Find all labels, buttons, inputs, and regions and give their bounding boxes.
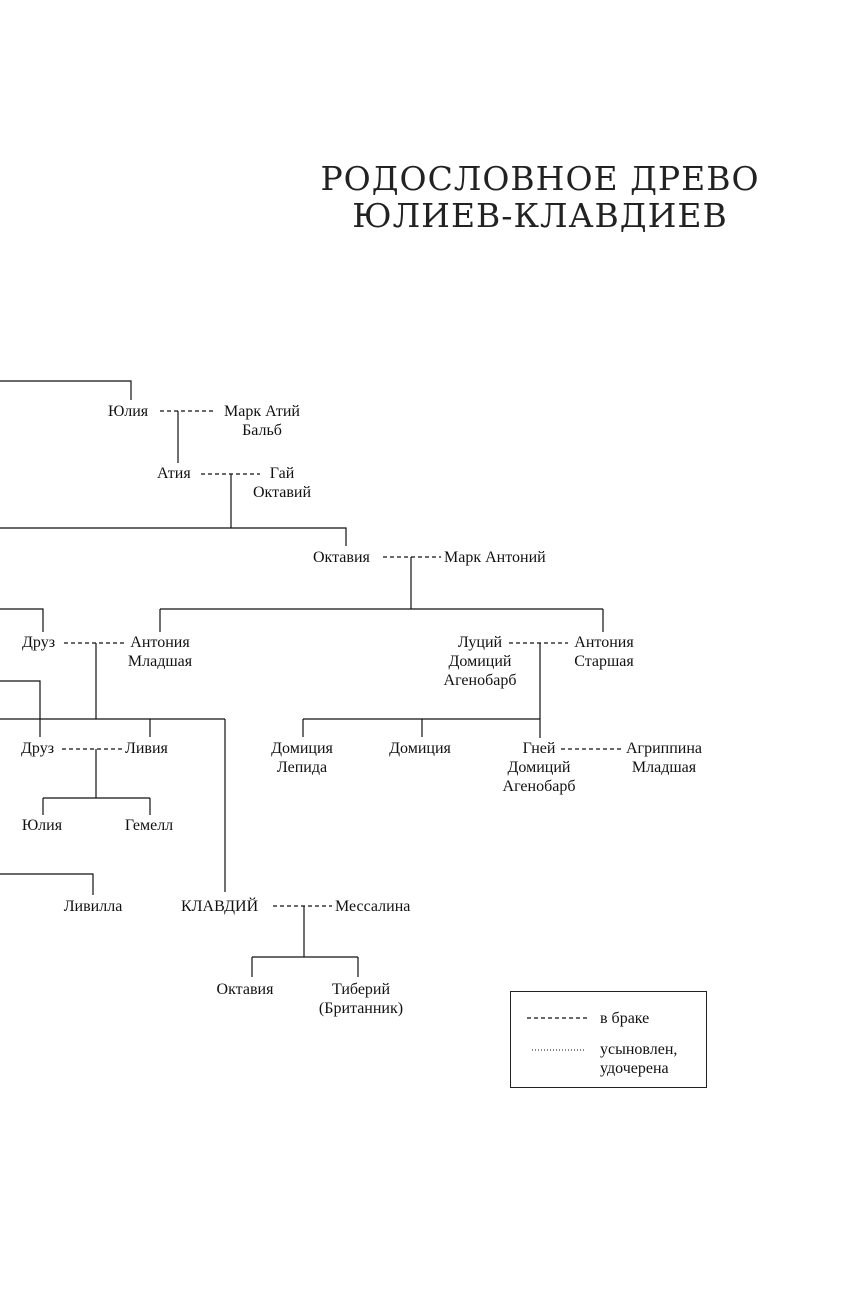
- person-tiberiy-britannik: (Британник): [318, 1000, 404, 1017]
- connector-line: [0, 608, 44, 632]
- legend-box: [510, 991, 707, 1088]
- legend-adopted-label-1: усыновлен,: [600, 1041, 678, 1058]
- person-atiya: Атия: [157, 465, 191, 482]
- person-yulia: Юлия: [108, 403, 149, 420]
- person-yulia-daughter: Юлия: [21, 817, 63, 834]
- person-messalina: Мессалина: [335, 898, 411, 915]
- page-title-line-2: ЮЛИЕВ-КЛАВДИЕВ: [352, 196, 728, 235]
- connector-line: [0, 380, 132, 400]
- person-oktaviya: Октавия: [313, 549, 370, 566]
- connector-line: [0, 527, 347, 546]
- person-liviya: Ливия: [125, 740, 168, 757]
- person-mark-atiy-cognomen: Бальб: [242, 422, 282, 439]
- person-gney-line-3: Агенобарб: [502, 778, 576, 795]
- page-title-line-1: РОДОСЛОВНОЕ ДРЕВО: [320, 159, 760, 198]
- person-gney-line-1: Гней: [522, 740, 556, 757]
- person-livilla: Ливилла: [63, 898, 123, 915]
- person-gemell: Гемелл: [124, 817, 174, 834]
- person-antonia-major-name: Антония: [574, 634, 634, 651]
- person-luciy-line-2: Домиций: [448, 653, 512, 670]
- person-antonia-minor-name: Антония: [130, 634, 190, 651]
- person-luciy-line-1: Луций: [457, 634, 503, 651]
- person-gay-oktaviy-cognomen: Октавий: [252, 484, 312, 501]
- connector-line: [0, 680, 41, 737]
- person-gney-line-2: Домиций: [507, 759, 571, 776]
- person-agrippina-name: Агриппина: [625, 740, 703, 757]
- person-luciy-line-3: Агенобарб: [443, 672, 517, 689]
- person-agrippina-epithet: Младшая: [631, 759, 697, 776]
- person-mark-atiy-name: Марк Атий: [224, 403, 300, 420]
- person-antonia-major-epithet: Старшая: [574, 653, 634, 670]
- person-domiciya: Домиция: [389, 740, 451, 757]
- legend-adopted-label-2: удочерена: [600, 1060, 669, 1077]
- person-tiberiy-name: Тиберий: [331, 981, 391, 998]
- person-oktaviya-daughter: Октавия: [216, 981, 274, 998]
- connector-line: [0, 873, 94, 895]
- person-mark-antoniy: Марк Антоний: [444, 549, 546, 566]
- legend-married-label: в браке: [600, 1010, 650, 1027]
- person-gay-oktaviy-name: Гай: [269, 465, 295, 482]
- person-klavdiy: КЛАВДИЙ: [181, 898, 259, 915]
- person-antonia-minor-epithet: Младшая: [127, 653, 193, 670]
- person-druz-younger: Друз: [21, 740, 55, 757]
- person-domiciya-lepida-cognomen: Лепида: [276, 759, 328, 776]
- person-druz-elder: Друз: [22, 634, 56, 651]
- person-domiciya-lepida-name: Домиция: [271, 740, 333, 757]
